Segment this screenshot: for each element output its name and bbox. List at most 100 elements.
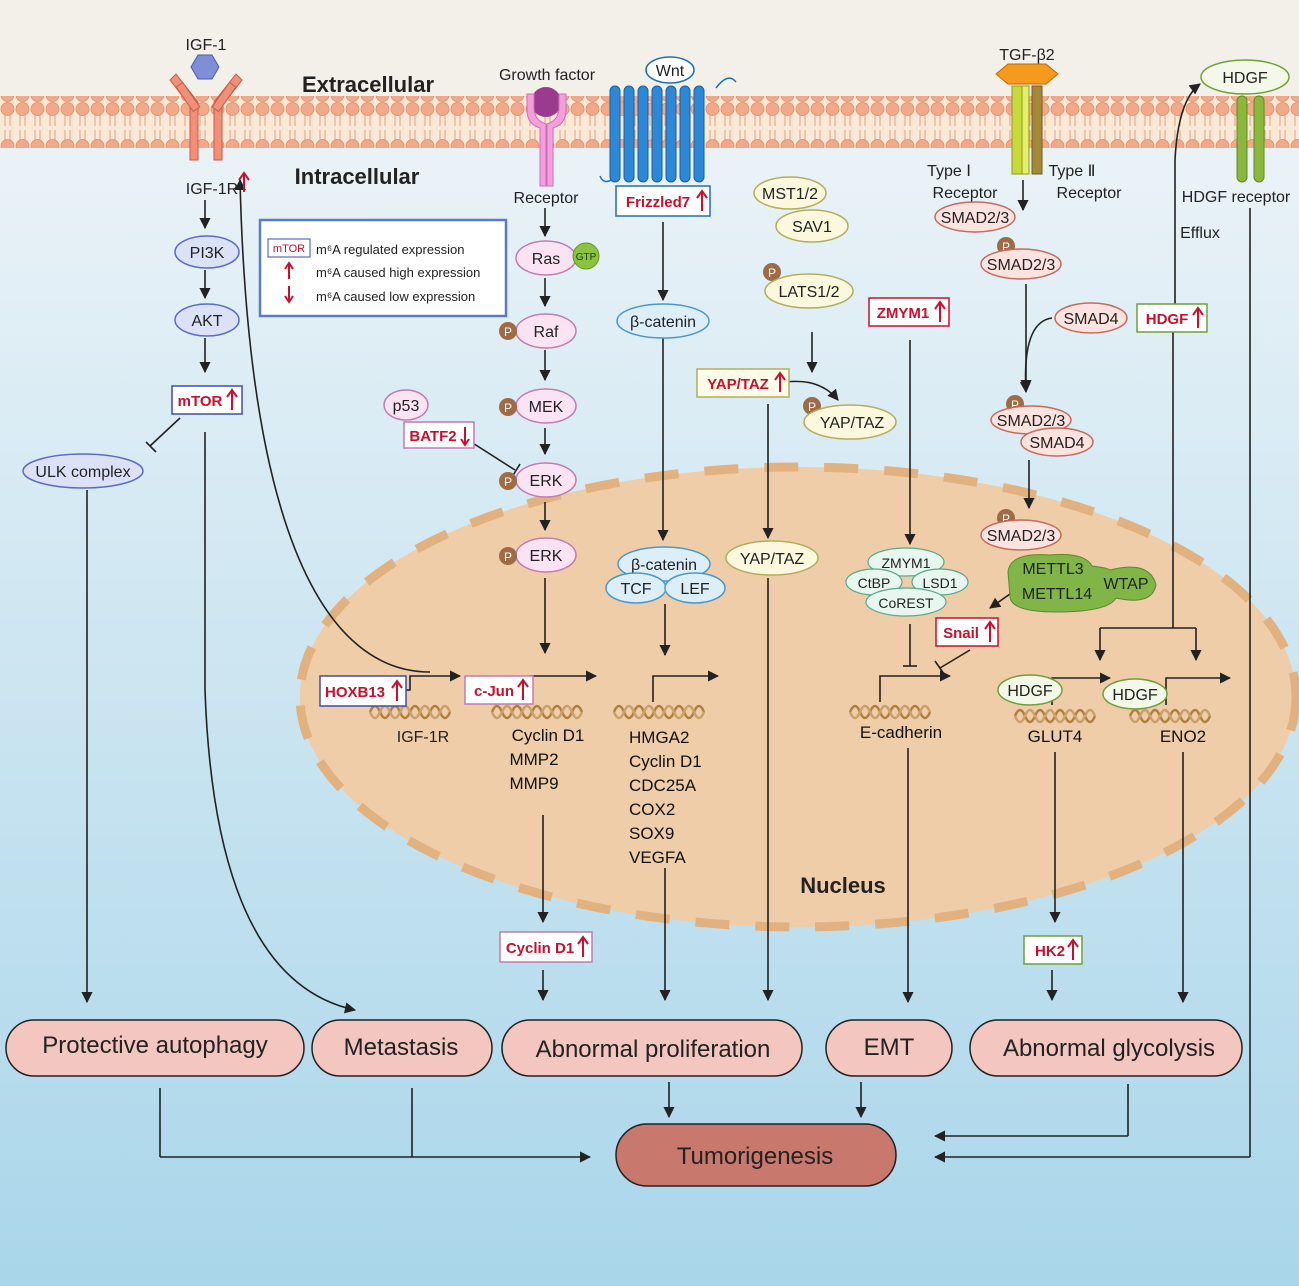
ctbp-label: CtBP xyxy=(858,575,891,591)
svg-text:β-catenin: β-catenin xyxy=(631,557,697,574)
frizzled7-box: Frizzled7 xyxy=(615,185,711,217)
svg-text:mTOR: mTOR xyxy=(178,393,223,410)
up-arrow-icon xyxy=(1192,306,1204,328)
svg-text:p53: p53 xyxy=(393,398,420,415)
svg-text:P: P xyxy=(1011,398,1019,412)
dna-icon xyxy=(848,704,932,720)
dna-icon xyxy=(1013,708,1097,724)
hk2-box: HK2 xyxy=(1023,935,1083,965)
smad4-complex-label: SMAD4 xyxy=(1029,435,1084,452)
nucleus-label: Nucleus xyxy=(800,873,886,898)
hdgf-nuclear-node-1: HDGF xyxy=(997,674,1063,706)
dna-icon xyxy=(1128,708,1212,724)
svg-text:Wnt: Wnt xyxy=(656,63,685,80)
svg-text:Cyclin D1: Cyclin D1 xyxy=(512,726,585,745)
legend-low: m⁶A caused low expression xyxy=(316,289,475,304)
up-arrow-icon xyxy=(517,678,529,700)
svg-text:COX2: COX2 xyxy=(629,800,675,819)
mek-node: MEK xyxy=(515,388,577,424)
svg-text:HOXB13: HOXB13 xyxy=(325,684,385,701)
svg-text:P: P xyxy=(1002,512,1010,526)
outcome-metastasis: Metastasis xyxy=(311,1019,493,1077)
svg-text:Tumorigenesis: Tumorigenesis xyxy=(677,1143,834,1170)
svg-text:P: P xyxy=(768,266,776,280)
svg-text:P: P xyxy=(808,400,816,414)
svg-text:MST1/2: MST1/2 xyxy=(762,186,818,203)
up-arrow-icon xyxy=(577,935,589,957)
svg-text:Raf: Raf xyxy=(534,324,559,341)
svg-text:Abnormal glycolysis: Abnormal glycolysis xyxy=(1003,1035,1215,1062)
batf2-box: BATF2 xyxy=(403,421,475,449)
dna-icons xyxy=(368,704,1212,724)
type2-label: Type Ⅱ xyxy=(1048,163,1095,180)
mettl3-label: METTL3 xyxy=(1022,561,1083,578)
svg-text:HDGF: HDGF xyxy=(1146,311,1189,328)
svg-text:PI3K: PI3K xyxy=(190,245,225,262)
legend: mTOR m⁶A regulated expression m⁶A caused… xyxy=(258,218,508,318)
smad23-phospho-node: SMAD2/3 xyxy=(980,248,1062,280)
svg-text:BATF2: BATF2 xyxy=(409,428,456,445)
yap-taz-nuclear-node: YAP/TAZ xyxy=(725,540,819,576)
smad23-nuclear-node: SMAD2/3 xyxy=(980,519,1062,551)
svg-text:P: P xyxy=(504,401,512,415)
up-arrow-icon xyxy=(984,620,996,642)
smad-complex: SMAD2/3 SMAD4 xyxy=(990,405,1094,457)
svg-text:HDGF: HDGF xyxy=(1007,683,1053,700)
svg-text:MMP2: MMP2 xyxy=(509,750,558,769)
svg-text:SOX9: SOX9 xyxy=(629,824,674,843)
svg-text:VEGFA: VEGFA xyxy=(629,848,686,867)
growth-factor-receptor-icon xyxy=(526,87,567,187)
sav1-node: SAV1 xyxy=(775,209,849,243)
glut4-gene-label: GLUT4 xyxy=(1028,727,1083,746)
svg-text:SMAD2/3: SMAD2/3 xyxy=(941,210,1010,227)
hdgf-nuclear-node-2: HDGF xyxy=(1102,678,1168,710)
svg-text:LEF: LEF xyxy=(680,581,710,598)
svg-text:EMT: EMT xyxy=(864,1034,915,1061)
gtp-label: GTP xyxy=(576,252,597,263)
wtap-label: WTAP xyxy=(1103,576,1148,593)
ras-node: Ras GTP xyxy=(515,240,600,276)
cyclin-d1-box: Cyclin D1 xyxy=(499,931,593,963)
phospho-icon: P xyxy=(499,322,517,340)
phospho-icon: P xyxy=(499,398,517,416)
beta-catenin-node: β-catenin xyxy=(616,303,710,339)
svg-text:Snail: Snail xyxy=(943,625,979,642)
e-cadherin-gene-label: E-cadherin xyxy=(860,723,942,742)
legend-box-sample: mTOR xyxy=(273,243,305,255)
lsd1-label: LSD1 xyxy=(922,575,957,591)
svg-text:Metastasis: Metastasis xyxy=(344,1034,459,1061)
mtor-box: mTOR xyxy=(171,385,243,415)
svg-text:Cyclin D1: Cyclin D1 xyxy=(506,940,574,957)
svg-text:HMGA2: HMGA2 xyxy=(629,728,689,747)
up-arrow-icon xyxy=(226,388,238,410)
wnt-ligand: Wnt xyxy=(645,56,695,84)
svg-text:ERK: ERK xyxy=(530,473,563,490)
igf1r-gene-label: IGF-1R xyxy=(397,729,449,746)
yap-taz-box: YAP/TAZ xyxy=(696,368,790,398)
tcf-node: TCF xyxy=(605,572,667,604)
svg-text:SMAD4: SMAD4 xyxy=(1063,311,1118,328)
svg-text:HDGF: HDGF xyxy=(1112,687,1158,704)
extracellular-label: Extracellular xyxy=(302,72,435,97)
up-arrow-icon xyxy=(1067,938,1079,960)
mst12-node: MST1/2 xyxy=(753,176,827,210)
svg-text:Ras: Ras xyxy=(532,251,560,268)
zmym1-box: ZMYM1 xyxy=(868,297,950,327)
hoxb13-box: HOXB13 xyxy=(319,675,407,707)
dna-icon xyxy=(612,704,706,720)
legend-regulated: m⁶A regulated expression xyxy=(316,242,464,257)
phospho-icon: P xyxy=(499,547,517,565)
dna-icon xyxy=(612,704,706,720)
up-arrow-icon xyxy=(774,371,786,392)
wnt-target-genes: HMGA2 Cyclin D1 CDC25A COX2 SOX9 VEGFA xyxy=(629,728,702,867)
hdgf-receptor-label: HDGF receptor xyxy=(1182,189,1291,206)
outcome-abnormal-proliferation: Abnormal proliferation xyxy=(501,1019,803,1077)
svg-text:YAP/TAZ: YAP/TAZ xyxy=(820,415,885,432)
akt-node: AKT xyxy=(174,303,240,337)
tgf-ligand-label: TGF-β2 xyxy=(999,47,1055,64)
svg-text:TCF: TCF xyxy=(620,581,651,598)
dna-icon xyxy=(368,704,452,720)
legend-high: m⁶A caused high expression xyxy=(316,265,480,280)
outcome-tumorigenesis: Tumorigenesis xyxy=(615,1123,897,1187)
arrows xyxy=(81,83,1251,1163)
